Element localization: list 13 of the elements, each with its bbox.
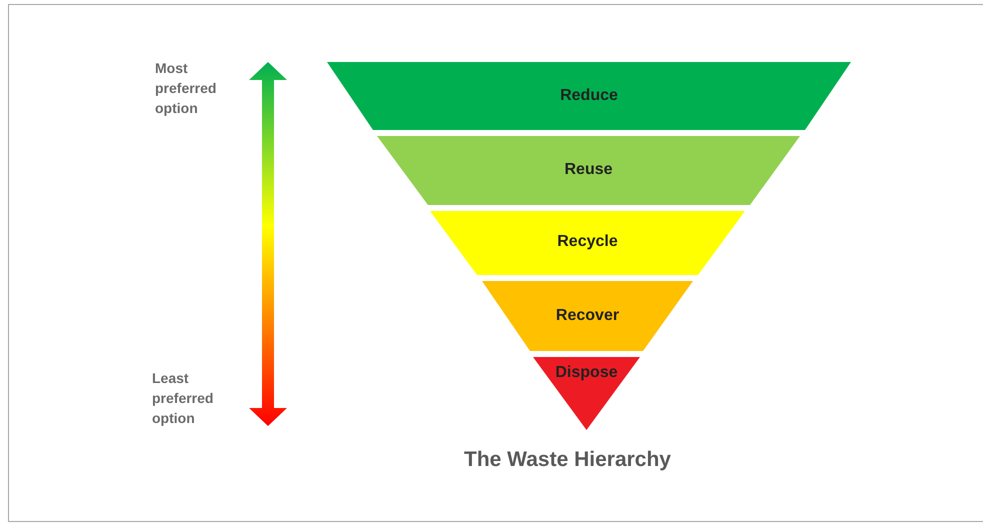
- tier-label: Recycle: [557, 232, 618, 252]
- scale-label: Least preferred option: [152, 369, 214, 428]
- tier-label: Recover: [556, 306, 620, 326]
- pyramid-tier: [377, 136, 800, 205]
- tier-label: Reuse: [564, 160, 613, 180]
- caption: The Waste Hierarchy: [463, 447, 672, 473]
- pyramid-tier: [482, 281, 693, 351]
- tier-label: Reduce: [560, 86, 618, 106]
- pyramid-tier: [430, 211, 745, 275]
- scale-label: Most preferred option: [155, 59, 218, 118]
- pyramid-tier: [533, 357, 640, 430]
- pyramid-tier: [327, 62, 851, 130]
- tier-label: Dispose: [555, 363, 618, 383]
